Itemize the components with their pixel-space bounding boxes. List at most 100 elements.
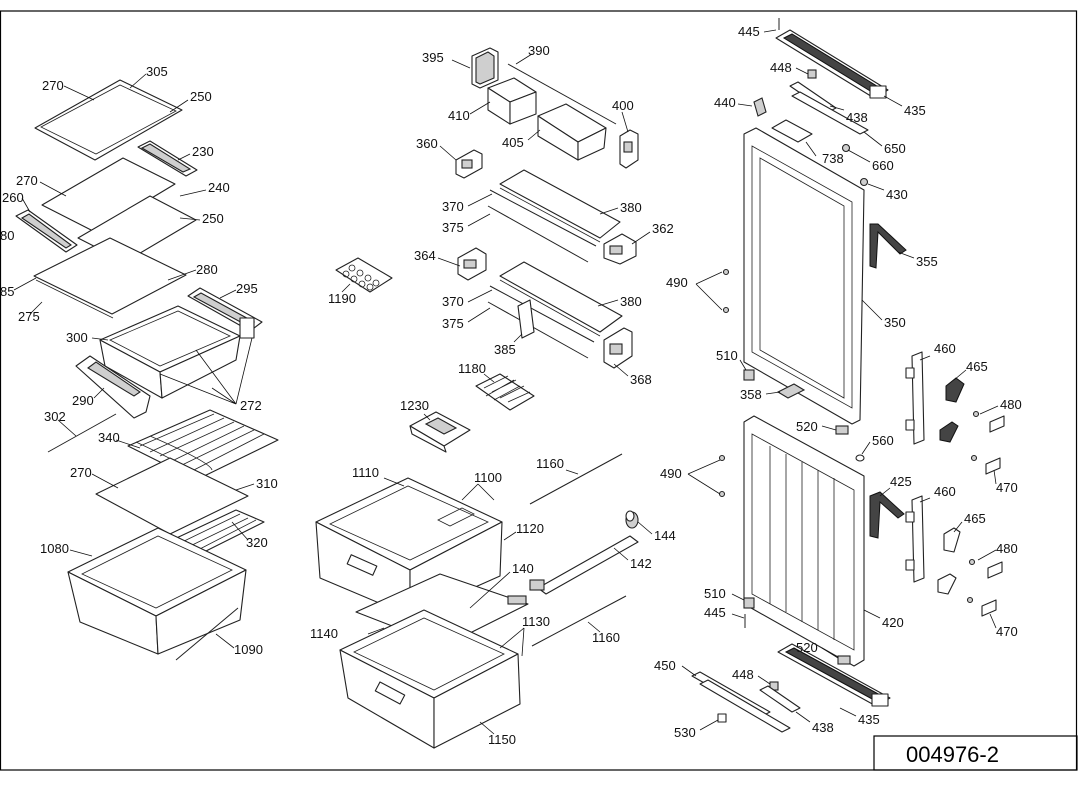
drawer-300 bbox=[99, 305, 241, 399]
rod-1090 bbox=[175, 607, 239, 661]
label-410: 410 bbox=[448, 108, 470, 123]
label-302: 302 bbox=[44, 409, 66, 424]
label-240: 240 bbox=[208, 180, 230, 195]
cap-470b bbox=[966, 596, 997, 617]
label-85: 85 bbox=[0, 284, 14, 299]
label-358: 358 bbox=[740, 387, 762, 402]
cover-438b bbox=[759, 685, 801, 713]
label-650: 650 bbox=[884, 141, 906, 156]
label-270: 270 bbox=[16, 173, 38, 188]
drawer-1150 bbox=[339, 609, 521, 749]
cap-368 bbox=[603, 327, 633, 369]
bracket-460b bbox=[905, 495, 925, 583]
label-480: 480 bbox=[996, 541, 1018, 556]
label-450: 450 bbox=[654, 658, 676, 673]
label-1190: 1190 bbox=[328, 291, 356, 306]
label-260: 260 bbox=[2, 190, 24, 205]
label-280: 280 bbox=[196, 262, 218, 277]
label-490: 490 bbox=[660, 466, 682, 481]
label-360: 360 bbox=[416, 136, 438, 151]
bin-410 bbox=[487, 77, 537, 125]
label-300: 300 bbox=[66, 330, 88, 345]
trim-370b bbox=[489, 285, 595, 343]
label-440: 440 bbox=[714, 95, 736, 110]
rail-1160a bbox=[529, 453, 623, 505]
glass-shelf-380a bbox=[499, 169, 621, 243]
label-445: 445 bbox=[704, 605, 726, 620]
bracket-738 bbox=[771, 119, 813, 143]
label-435: 435 bbox=[904, 103, 926, 118]
label-460: 460 bbox=[934, 484, 956, 499]
freezer-door-350 bbox=[743, 127, 865, 425]
label-1100: 1100 bbox=[474, 470, 502, 485]
egg-tray-1180 bbox=[475, 373, 535, 411]
label-520: 520 bbox=[796, 419, 818, 434]
trim-370a bbox=[489, 189, 597, 247]
bushing-520a bbox=[835, 425, 849, 435]
label-1150: 1150 bbox=[488, 732, 516, 747]
shelf-270b bbox=[41, 157, 176, 233]
label-390: 390 bbox=[528, 43, 550, 58]
handle-355 bbox=[869, 223, 907, 269]
trim-375b bbox=[487, 301, 589, 359]
handle-290 bbox=[75, 355, 151, 419]
label-510: 510 bbox=[716, 348, 738, 363]
egg-tray-1190 bbox=[335, 257, 393, 293]
label-1080: 1080 bbox=[40, 541, 69, 556]
cap-360 bbox=[455, 149, 483, 179]
label-350: 350 bbox=[884, 315, 906, 330]
label-1130: 1130 bbox=[522, 614, 550, 629]
trim-375a bbox=[487, 205, 589, 263]
label-380: 380 bbox=[620, 294, 642, 309]
label-438: 438 bbox=[846, 110, 868, 125]
right-leaders bbox=[681, 29, 999, 731]
label-144: 144 bbox=[654, 528, 676, 543]
clip-465b bbox=[937, 527, 961, 595]
rod-302 bbox=[47, 413, 117, 453]
label-530: 530 bbox=[674, 725, 696, 740]
crisper-1080 bbox=[67, 527, 247, 655]
cap-480a bbox=[972, 410, 1005, 433]
label-465: 465 bbox=[966, 359, 988, 374]
label-1160: 1160 bbox=[592, 630, 620, 645]
label-448: 448 bbox=[732, 667, 754, 682]
label-368: 368 bbox=[630, 372, 652, 387]
label-738: 738 bbox=[822, 151, 844, 166]
label-375: 375 bbox=[442, 220, 464, 235]
lock-358 bbox=[776, 383, 806, 399]
fridge-door-420 bbox=[743, 415, 865, 667]
label-520: 520 bbox=[796, 640, 818, 655]
left-leaders bbox=[13, 73, 255, 649]
shelf-270c bbox=[95, 457, 249, 535]
cover-295 bbox=[187, 287, 263, 339]
diagram-code: 004976-2 bbox=[906, 742, 999, 767]
label-270: 270 bbox=[70, 465, 92, 480]
cap-480b bbox=[968, 558, 1003, 579]
label-1140: 1140 bbox=[310, 626, 338, 641]
pin-440 bbox=[753, 97, 767, 117]
cover-450 bbox=[691, 671, 791, 733]
ice-tray-1230 bbox=[409, 411, 471, 453]
label-1120: 1120 bbox=[516, 521, 544, 536]
label-370: 370 bbox=[442, 294, 464, 309]
clip-385 bbox=[517, 299, 535, 339]
roller-144 bbox=[625, 510, 639, 529]
cap-400 bbox=[619, 129, 639, 169]
cover-650 bbox=[791, 91, 869, 135]
label-1160: 1160 bbox=[536, 456, 564, 471]
bushing-448a bbox=[807, 69, 817, 79]
label-320: 320 bbox=[246, 535, 268, 550]
label-250: 250 bbox=[202, 211, 224, 226]
cap-660 bbox=[841, 143, 851, 153]
label-250: 250 bbox=[190, 89, 212, 104]
cap-470a bbox=[970, 454, 1001, 475]
label-230: 230 bbox=[192, 144, 214, 159]
label-445: 445 bbox=[738, 24, 760, 39]
shelf-305 bbox=[34, 79, 183, 161]
hinge-435b bbox=[777, 643, 891, 707]
cap-430 bbox=[859, 177, 869, 187]
label-272: 272 bbox=[240, 398, 262, 413]
bin-405 bbox=[537, 103, 607, 161]
